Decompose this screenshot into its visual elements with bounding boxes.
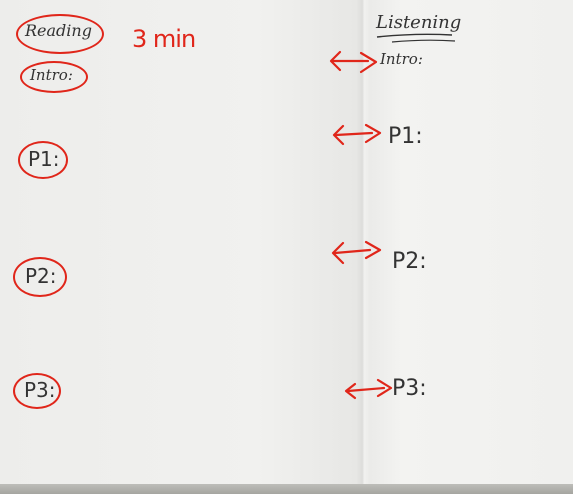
reading-circle (16, 14, 104, 54)
reading-p3-label: P3: (24, 378, 56, 402)
table-surface (0, 484, 573, 494)
p1-circle (18, 141, 68, 179)
reading-intro-label: Intro: (30, 66, 73, 84)
reading-heading: Reading (25, 21, 92, 40)
paper-fold (356, 0, 370, 494)
listening-p1-label: P1: (388, 124, 423, 149)
p2-double-arrow-icon (331, 240, 382, 265)
p3-double-arrow-icon (344, 378, 393, 400)
listening-p2-label: P2: (392, 249, 427, 274)
intro-circle (20, 61, 88, 93)
reading-p2-label: P2: (25, 264, 57, 288)
listening-intro-label: Intro: (380, 50, 423, 68)
listening-p3-label: P3: (392, 376, 427, 401)
listening-heading: Listening (376, 12, 462, 33)
p2-circle (13, 257, 67, 297)
intro-double-arrow-icon (329, 50, 378, 74)
reading-p1-label: P1: (28, 147, 60, 171)
p3-circle (13, 373, 61, 409)
p1-double-arrow-icon (332, 123, 382, 146)
time-note: 3 min (132, 25, 196, 53)
